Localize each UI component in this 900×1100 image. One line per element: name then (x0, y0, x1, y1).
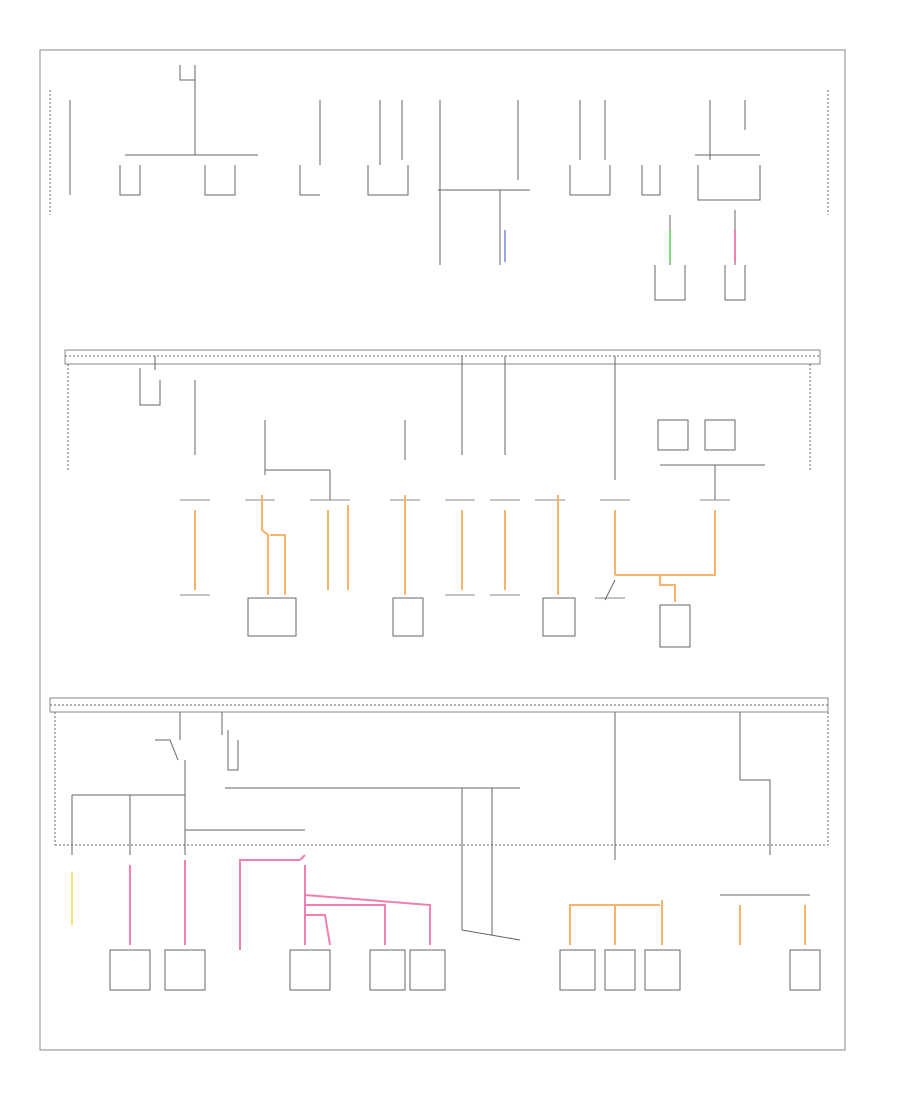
middle-section (64, 349, 821, 648)
outer-frame (39, 49, 846, 1051)
orange-wires-bottom (569, 900, 806, 945)
top-section (49, 65, 829, 301)
bottom-section (49, 697, 829, 991)
pink-wires-bottom (129, 854, 431, 950)
orange-wires-middle (194, 495, 716, 602)
